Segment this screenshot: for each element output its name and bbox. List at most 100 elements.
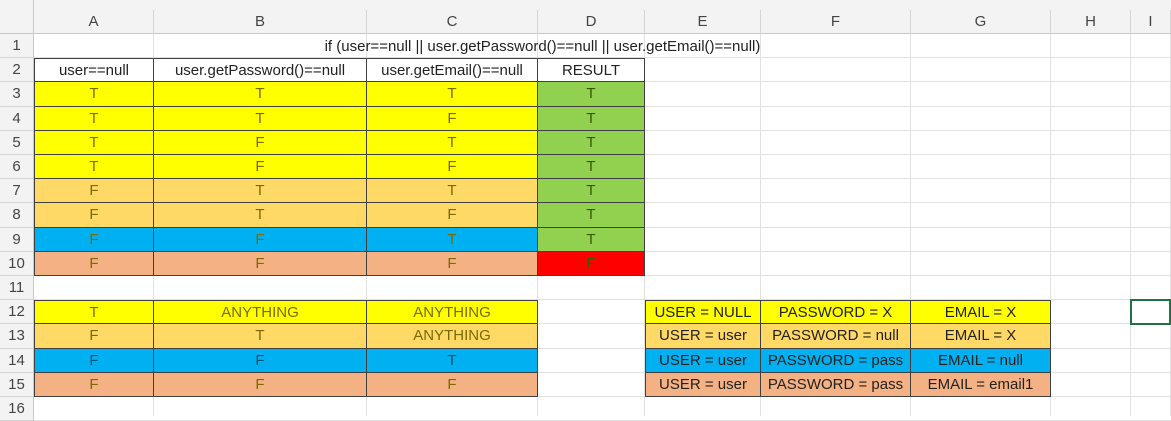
example-cell[interactable]: PASSWORD = pass [761, 348, 911, 373]
header-cell[interactable]: user.getPassword()==null [154, 58, 367, 83]
row-header-2[interactable]: 2 [0, 58, 34, 83]
row-header-7[interactable]: 7 [0, 179, 34, 204]
row-header-11[interactable]: 11 [0, 276, 34, 301]
summary-cell[interactable]: F [34, 372, 154, 397]
row-header-6[interactable]: 6 [0, 155, 34, 180]
truth-cell[interactable]: T [367, 227, 538, 252]
example-cell[interactable]: PASSWORD = null [761, 324, 911, 349]
gridline-horizontal [34, 57, 1171, 59]
row-header-3[interactable]: 3 [0, 82, 34, 107]
summary-cell[interactable]: T [367, 348, 538, 373]
truth-cell[interactable]: T [154, 179, 367, 204]
result-cell[interactable]: T [538, 227, 645, 252]
summary-cell[interactable]: ANYTHING [367, 324, 538, 349]
truth-cell[interactable]: F [367, 251, 538, 276]
summary-cell[interactable]: ANYTHING [154, 300, 367, 325]
truth-cell[interactable]: F [154, 130, 367, 155]
column-header-g[interactable]: G [911, 10, 1051, 34]
formula-title-cell[interactable]: if (user==null || user.getPassword()==nu… [324, 37, 761, 55]
example-cell[interactable]: USER = user [645, 348, 761, 373]
row-header-10[interactable]: 10 [0, 251, 34, 276]
header-cell[interactable]: RESULT [538, 58, 645, 83]
result-cell[interactable]: T [538, 203, 645, 228]
gridline-vertical [1130, 34, 1131, 416]
truth-cell[interactable]: F [34, 203, 154, 228]
example-cell[interactable]: EMAIL = null [911, 348, 1051, 373]
result-cell[interactable]: T [538, 130, 645, 155]
row-header-14[interactable]: 14 [0, 348, 34, 373]
truth-cell[interactable]: T [154, 203, 367, 228]
header-cell[interactable]: user.getEmail()==null [367, 58, 538, 83]
truth-cell[interactable]: F [154, 155, 367, 180]
truth-cell[interactable]: F [34, 179, 154, 204]
row-header-1[interactable]: 1 [0, 34, 34, 59]
gridline-horizontal [34, 323, 1171, 325]
select-all-corner[interactable] [0, 0, 34, 34]
truth-cell[interactable]: T [34, 130, 154, 155]
summary-cell[interactable]: F [154, 372, 367, 397]
example-cell[interactable]: EMAIL = email1 [911, 372, 1051, 397]
truth-cell[interactable]: F [154, 227, 367, 252]
gridline-vertical [910, 34, 911, 416]
summary-cell[interactable]: F [34, 348, 154, 373]
summary-cell[interactable]: ANYTHING [367, 300, 538, 325]
gridline-vertical [1050, 34, 1051, 416]
truth-cell[interactable]: T [34, 82, 154, 107]
column-header-h[interactable]: H [1051, 10, 1131, 34]
truth-cell[interactable]: T [367, 179, 538, 204]
example-cell[interactable]: USER = user [645, 324, 761, 349]
row-header-15[interactable]: 15 [0, 372, 34, 397]
example-cell[interactable]: EMAIL = X [911, 300, 1051, 325]
gridline-horizontal [34, 299, 1171, 301]
truth-cell[interactable]: T [34, 155, 154, 180]
row-header-16[interactable]: 16 [0, 397, 34, 421]
header-cell[interactable]: user==null [34, 58, 154, 83]
column-header-i[interactable]: I [1131, 10, 1171, 34]
row-header-13[interactable]: 13 [0, 324, 34, 349]
summary-cell[interactable]: T [34, 300, 154, 325]
row-header-9[interactable]: 9 [0, 227, 34, 252]
example-cell[interactable]: EMAIL = X [911, 324, 1051, 349]
column-header-d[interactable]: D [538, 10, 645, 34]
truth-cell[interactable]: F [34, 227, 154, 252]
gridline-horizontal [34, 371, 1171, 373]
truth-cell[interactable]: F [367, 203, 538, 228]
truth-cell[interactable]: T [367, 82, 538, 107]
example-cell[interactable]: PASSWORD = X [761, 300, 911, 325]
column-header-f[interactable]: F [761, 10, 911, 34]
result-cell[interactable]: T [538, 82, 645, 107]
truth-cell[interactable]: F [34, 251, 154, 276]
result-cell[interactable]: F [538, 251, 645, 276]
summary-cell[interactable]: F [367, 372, 538, 397]
active-cell-selection[interactable] [1130, 299, 1171, 326]
result-cell[interactable]: T [538, 106, 645, 131]
result-cell[interactable]: T [538, 155, 645, 180]
example-cell[interactable]: PASSWORD = pass [761, 372, 911, 397]
row-header-4[interactable]: 4 [0, 106, 34, 131]
summary-cell[interactable]: T [154, 324, 367, 349]
row-header-12[interactable]: 12 [0, 300, 34, 325]
toolbar-strip [34, 0, 1171, 10]
column-header-a[interactable]: A [34, 10, 154, 34]
row-header-8[interactable]: 8 [0, 203, 34, 228]
truth-cell[interactable]: T [154, 106, 367, 131]
result-cell[interactable]: T [538, 179, 645, 204]
truth-cell[interactable]: F [367, 155, 538, 180]
summary-cell[interactable]: F [34, 324, 154, 349]
example-cell[interactable]: USER = user [645, 372, 761, 397]
example-cell[interactable]: USER = NULL [645, 300, 761, 325]
truth-cell[interactable]: T [34, 106, 154, 131]
column-header-c[interactable]: C [367, 10, 538, 34]
column-header-e[interactable]: E [645, 10, 761, 34]
gridline-horizontal [34, 396, 1171, 397]
truth-cell[interactable]: F [154, 251, 367, 276]
truth-cell[interactable]: T [154, 82, 367, 107]
row-header-5[interactable]: 5 [0, 130, 34, 155]
column-header-b[interactable]: B [154, 10, 367, 34]
gridline-vertical [760, 34, 761, 416]
truth-cell[interactable]: F [367, 106, 538, 131]
gridline-horizontal [34, 347, 1171, 349]
summary-cell[interactable]: F [154, 348, 367, 373]
truth-cell[interactable]: T [367, 130, 538, 155]
